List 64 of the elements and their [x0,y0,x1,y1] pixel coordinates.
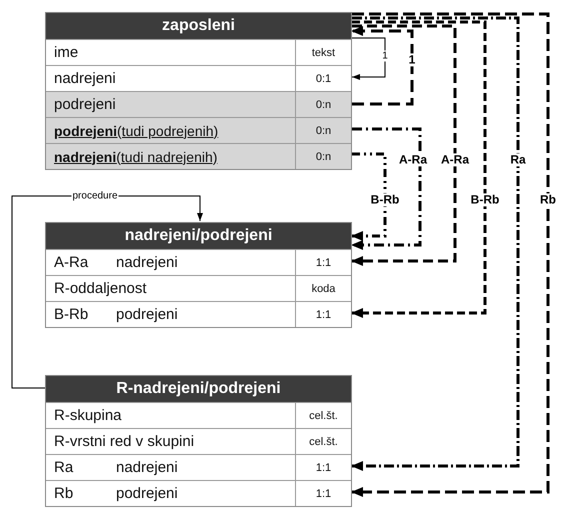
table-row [46,301,351,327]
field-type: koda [310,282,336,294]
arrow [351,26,414,106]
field-type: 1:1 [314,308,332,320]
field-code: A-Ra [54,254,90,271]
arrow [351,20,486,318]
arrow [351,128,422,250]
entity-table [45,12,352,170]
entity-table [45,222,352,328]
field-type: 1:1 [314,488,332,500]
edge-label: B-Rb [370,193,400,207]
field-name: podrejeni [54,96,116,113]
field-type: 0:1 [314,72,332,84]
arrow [351,12,550,497]
arrow [351,16,520,471]
table-row [46,91,351,117]
field-code: Ra [54,459,74,476]
entity-table [45,375,352,507]
table-row [46,39,351,65]
table-header: nadrejeni/podrejeni [46,223,351,249]
edge-label: B-Rb [470,193,500,207]
edge-label: procedure [71,190,119,202]
edge-label: 1 [381,50,389,62]
field-name: nadrejeni(tudi nadrejenih) [54,148,218,164]
field-type: 0:n [314,150,332,162]
table-header: zaposleni [46,13,351,39]
field-type: 1:1 [314,462,332,474]
arrow [351,152,386,241]
table-row [46,480,351,506]
field-type: 0:n [314,98,332,110]
edge-label: Ra [509,153,527,167]
field-type: tekst [310,46,336,58]
table-row [46,143,351,169]
edge-label: A-Ra [398,153,428,167]
field-type: cel.št. [308,436,339,448]
field-type: 1:1 [314,256,332,268]
field-name: podrejeni [116,306,178,323]
table-row [46,402,351,428]
table-row [46,454,351,480]
field-name: podrejeni [116,485,178,502]
field-name: nadrejeni [54,70,116,87]
field-code: Rb [54,485,74,502]
field-type: 0:n [314,124,332,136]
table-header: R-nadrejeni/podrejeni [46,376,351,402]
table-row [46,275,351,301]
field-name: R-vrstni red v skupini [54,433,194,450]
arrow [352,38,386,80]
edge-label: 1 [408,53,416,67]
table-row [46,65,351,91]
edge-label: Rb [539,193,557,207]
arrow [351,24,456,266]
edge-label: A-Ra [440,153,470,167]
table-row [46,428,351,454]
table-row [46,117,351,143]
field-name: nadrejeni [116,254,178,271]
table-row [46,249,351,275]
field-code: B-Rb [54,306,90,323]
field-type: cel.št. [308,410,339,422]
field-name: podrejeni(tudi podrejenih) [54,122,218,138]
arrow [12,196,203,388]
field-name: R-skupina [54,407,122,424]
field-name: ime [54,44,78,61]
field-name: R-oddaljenost [54,280,147,297]
field-name: nadrejeni [116,459,178,476]
